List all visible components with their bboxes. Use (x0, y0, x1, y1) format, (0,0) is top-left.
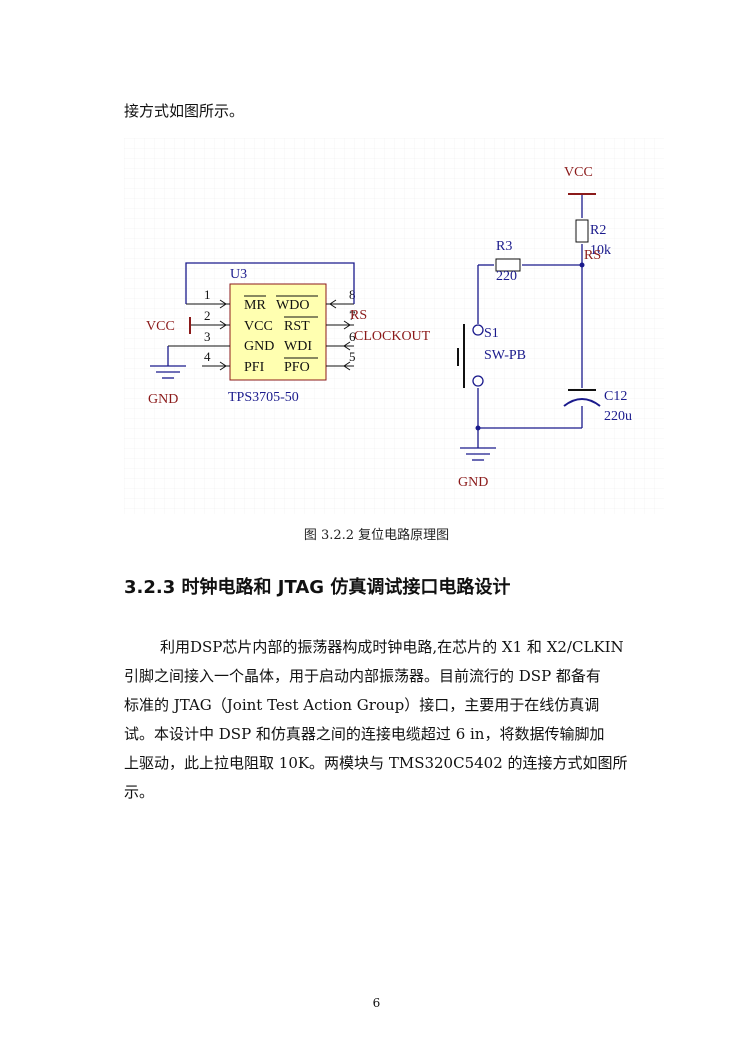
reset-circuit-schematic: U3 TPS3705-50 MR VCC GND PFI WDO RST WDI… (124, 138, 664, 514)
paragraph-line: 上驱动，此上拉电阻取 10K。两模块与 TMS320C5402 的连接方式如图所 (124, 754, 628, 772)
page-number: 6 (372, 996, 381, 1010)
vcc-top-label: VCC (564, 165, 593, 180)
resistor-r2 (575, 219, 589, 243)
rs-right-label: RS (584, 248, 601, 263)
c12-value: 220u (604, 409, 632, 424)
s1-ref: S1 (484, 326, 499, 341)
section-heading: 3.2.3 时钟电路和 JTAG 仿真调试接口电路设计 (124, 577, 511, 598)
pin-number-5: 5 (349, 349, 356, 364)
gnd-left-label: GND (148, 392, 178, 407)
ic-ref: U3 (230, 267, 247, 282)
pin-number-8: 8 (349, 287, 356, 302)
paragraph-line: 利用DSP芯片内部的振荡器构成时钟电路,在芯片的 X1 和 X2/CLKIN (160, 638, 624, 656)
resistor-r3 (495, 258, 521, 272)
pin-label-mr: MR (244, 298, 266, 313)
body-paragraph: 利用DSP芯片内部的振荡器构成时钟电路,在芯片的 X1 和 X2/CLKIN 引… (124, 633, 672, 807)
pin-label-rst: RST (284, 319, 310, 334)
intro-text: 接方式如图所示。 (124, 102, 245, 120)
r3-ref: R3 (496, 239, 512, 254)
paragraph-line: 引脚之间接入一个晶体，用于启动内部振荡器。目前流行的 DSP 都备有 (124, 667, 601, 685)
gnd-bottom-symbol (460, 447, 496, 461)
pin-label-wdo: WDO (276, 298, 309, 313)
vcc-left-label: VCC (146, 319, 175, 334)
grid-background (124, 138, 664, 514)
gnd-left-symbol (150, 346, 186, 379)
r3-value: 220 (496, 269, 517, 284)
ic-part: TPS3705-50 (228, 390, 299, 405)
pin-number-4: 4 (204, 349, 211, 364)
pin-number-7: 7 (349, 308, 356, 323)
s1-value: SW-PB (484, 348, 526, 363)
pin-number-3: 3 (204, 329, 211, 344)
pin-number-6: 6 (349, 329, 356, 344)
pin-label-pfo: PFO (284, 360, 310, 375)
ic-u3-body (229, 283, 327, 381)
pin-number-1: 1 (204, 287, 211, 302)
paragraph-line: 试。本设计中 DSP 和仿真器之间的连接电缆超过 6 in，将数据传输脚加 (124, 725, 605, 743)
wire-mr-wdo (185, 262, 355, 304)
pin-label-wdi: WDI (284, 339, 312, 354)
paragraph-line: 示。 (124, 783, 155, 801)
switch-s1 (457, 324, 484, 388)
pin-label-gnd: GND (244, 339, 274, 354)
pin-number-2: 2 (204, 308, 211, 323)
pin-label-vcc: VCC (244, 319, 273, 334)
paragraph-line: 标准的 JTAG（Joint Test Action Group）接口，主要用于… (124, 696, 600, 714)
r2-value: 10k (590, 243, 611, 258)
gnd-bottom-label: GND (458, 475, 488, 490)
figure-caption: 图 3.2.2 复位电路原理图 (303, 528, 450, 543)
r2-ref: R2 (590, 223, 606, 238)
pin-label-pfi: PFI (244, 360, 265, 375)
capacitor-c12 (563, 389, 601, 407)
c12-ref: C12 (604, 389, 627, 404)
clockout-net-label: CLOCKOUT (354, 329, 431, 344)
rs-net-label: RS (350, 308, 367, 323)
